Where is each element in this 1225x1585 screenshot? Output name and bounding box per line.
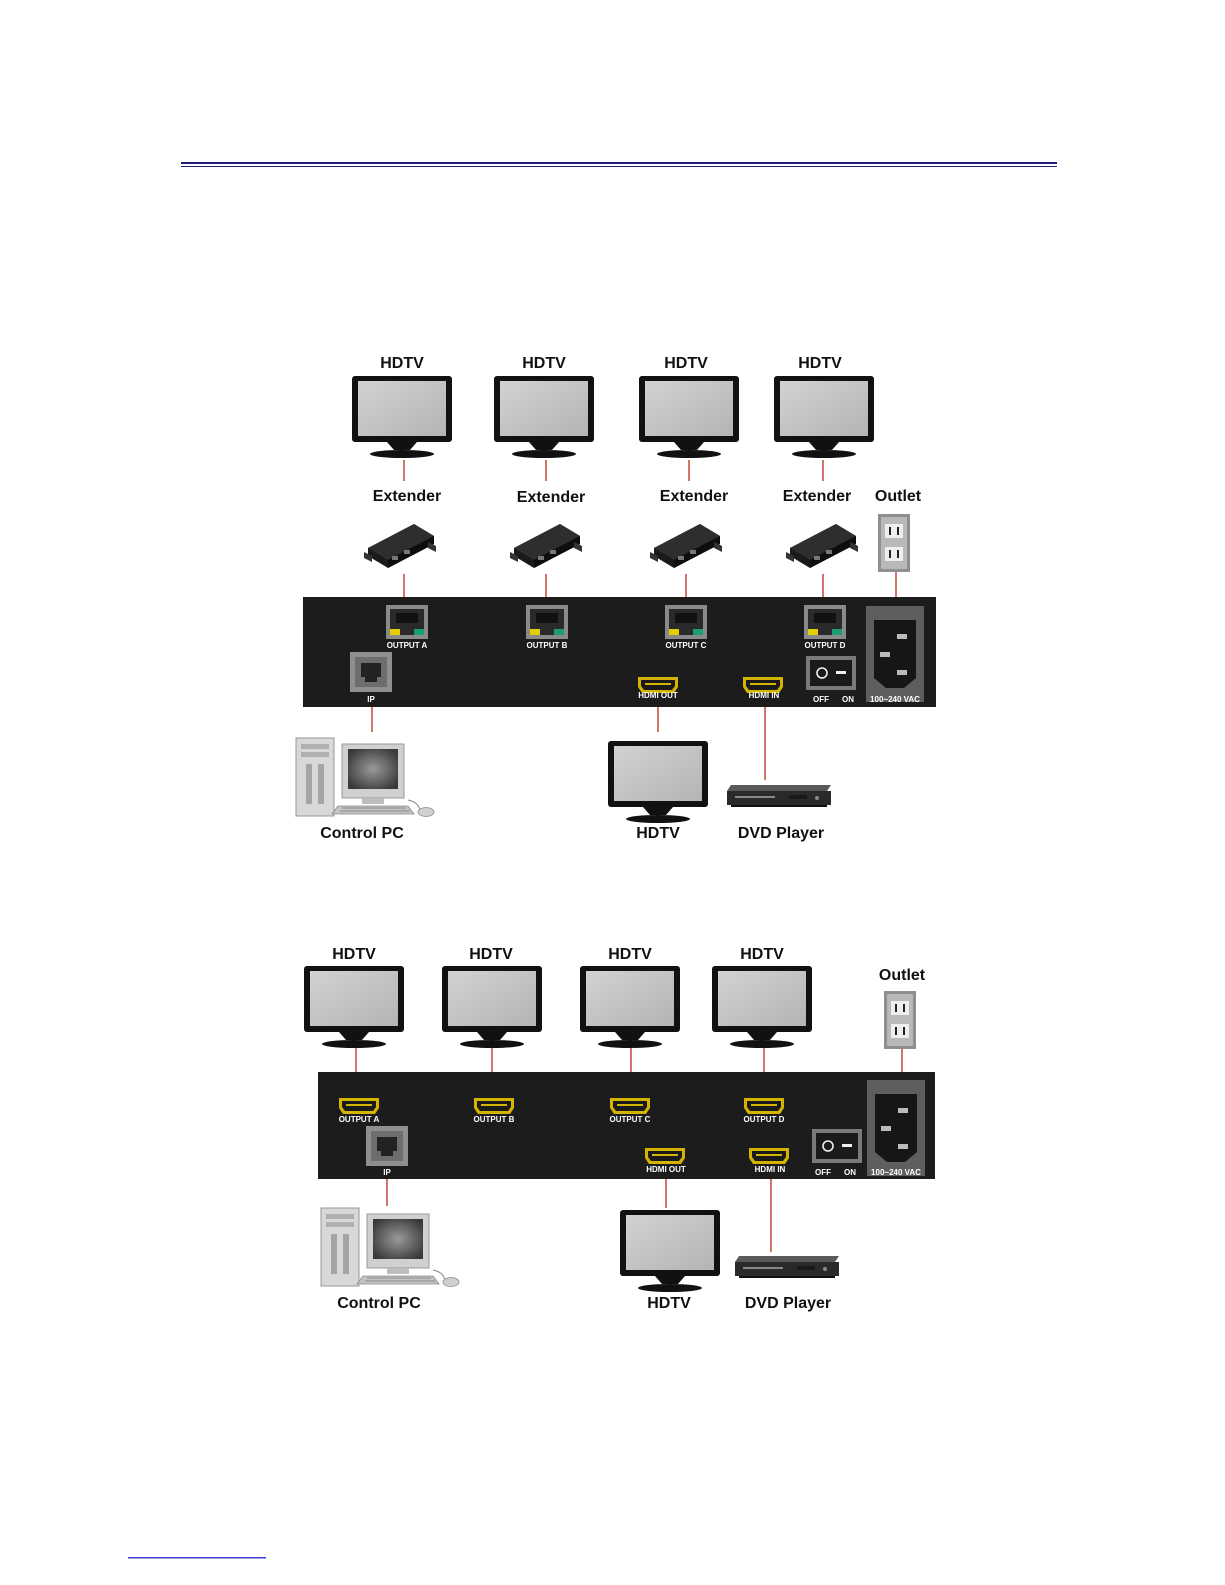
switch-off-label: OFF: [813, 695, 829, 704]
device-rear-panel: OUTPUT A OUTPUT B OUTPUT C OUTPUT D IP H…: [318, 1072, 935, 1179]
tv-label: HDTV: [380, 355, 424, 372]
device-rear-panel: OUTPUT A OUTPUT B OUTPUT C OUTPUT D IP H…: [303, 597, 936, 707]
computer-icon: [321, 1208, 459, 1287]
hdtv-icon: [712, 966, 812, 1048]
extender-panel-wires: [404, 572, 896, 598]
hdmi-out-label: HDMI OUT: [638, 691, 678, 700]
hdmi-port-output-c: [610, 1098, 650, 1114]
top-tv-1: HDTV: [304, 946, 404, 1048]
footer-rule: [128, 1557, 266, 1559]
control-pc-label: Control PC: [320, 825, 404, 842]
hdtv-icon: [580, 966, 680, 1048]
switch-on-label: ON: [844, 1168, 856, 1177]
top-tv-3: HDTV: [639, 355, 739, 458]
tv-panel-wires: [356, 1048, 902, 1073]
dvd-player-label: DVD Player: [745, 1295, 831, 1312]
extender-icon: [364, 524, 436, 568]
extender-icon: [510, 524, 582, 568]
dvd-player-icon: [735, 1256, 839, 1278]
tv-label: HDTV: [664, 355, 708, 372]
ip-port-label: IP: [383, 1168, 391, 1177]
output-b-label: OUTPUT B: [527, 641, 568, 650]
extender-label: Extender: [660, 488, 728, 505]
hdmi-in-label: HDMI IN: [755, 1165, 786, 1174]
hdtv-icon: [608, 741, 708, 823]
outlet-icon: [884, 991, 916, 1049]
top-tv-1: HDTV: [352, 355, 452, 458]
hdtv-icon: [774, 376, 874, 458]
extender-icon: [786, 524, 858, 568]
extender-label: Extender: [517, 489, 585, 506]
tv-extender-wires: [404, 460, 823, 481]
diagram-2-hdmi: HDTV HDTV HDTV HDTV Outlet OUTPUT A: [304, 946, 935, 1312]
tv-label: HDTV: [332, 946, 376, 963]
power-inlet: [867, 1080, 925, 1176]
output-a-label: OUTPUT A: [387, 641, 428, 650]
output-a-label: OUTPUT A: [339, 1115, 380, 1124]
switch-off-label: OFF: [815, 1168, 831, 1177]
dvd-player-label: DVD Player: [738, 825, 824, 842]
hdtv-icon: [620, 1210, 720, 1292]
power-label: 100~240 VAC: [870, 695, 920, 704]
outlet-label: Outlet: [879, 967, 926, 984]
top-tv-3: HDTV: [580, 946, 680, 1048]
rj45-port-output-b: [526, 605, 568, 639]
hdtv-icon: [442, 966, 542, 1048]
tv-label: HDTV: [740, 946, 784, 963]
header-rule: [181, 162, 1057, 167]
hdmi-in-port: [749, 1148, 789, 1164]
bottom-tv-label: HDTV: [647, 1295, 691, 1312]
rj45-port-output-a: [386, 605, 428, 639]
switch-on-label: ON: [842, 695, 854, 704]
hdmi-out-label: HDMI OUT: [646, 1165, 686, 1174]
ip-port: [366, 1126, 408, 1166]
top-tv-2: HDTV: [494, 355, 594, 458]
output-d-label: OUTPUT D: [744, 1115, 785, 1124]
hdtv-icon: [304, 966, 404, 1048]
outlet-icon: [878, 514, 910, 572]
hdmi-port-output-a: [339, 1098, 379, 1114]
hdtv-icon: [352, 376, 452, 458]
output-c-label: OUTPUT C: [610, 1115, 651, 1124]
hdtv-icon: [639, 376, 739, 458]
power-inlet: [866, 606, 924, 702]
output-d-label: OUTPUT D: [805, 641, 846, 650]
top-tv-2: HDTV: [442, 946, 542, 1048]
extender-icon: [650, 524, 722, 568]
control-pc-label: Control PC: [337, 1295, 421, 1312]
hdmi-port-output-d: [744, 1098, 784, 1114]
diagram-1-hdbaset: HDTV HDTV HDTV HDTV Extender Extender Ex…: [296, 355, 936, 842]
output-c-label: OUTPUT C: [666, 641, 707, 650]
tv-label: HDTV: [522, 355, 566, 372]
output-b-label: OUTPUT B: [474, 1115, 515, 1124]
tv-label: HDTV: [798, 355, 842, 372]
power-switch: [812, 1129, 862, 1163]
hdmi-in-label: HDMI IN: [749, 691, 780, 700]
hdmi-out-port: [645, 1148, 685, 1164]
power-switch: [806, 656, 856, 690]
extender-label: Extender: [373, 488, 441, 505]
ip-port-label: IP: [367, 695, 375, 704]
ip-port: [350, 652, 392, 692]
bottom-tv-label: HDTV: [636, 825, 680, 842]
dvd-player-icon: [727, 785, 831, 807]
hdmi-port-output-b: [474, 1098, 514, 1114]
computer-icon: [296, 738, 434, 817]
outlet-label: Outlet: [875, 488, 922, 505]
rj45-port-output-c: [665, 605, 707, 639]
power-label: 100~240 VAC: [871, 1168, 921, 1177]
hdtv-icon: [494, 376, 594, 458]
rj45-port-output-d: [804, 605, 846, 639]
top-tv-4: HDTV: [774, 355, 874, 458]
top-tv-4: HDTV: [712, 946, 812, 1048]
tv-label: HDTV: [469, 946, 513, 963]
tv-label: HDTV: [608, 946, 652, 963]
extender-label: Extender: [783, 488, 851, 505]
